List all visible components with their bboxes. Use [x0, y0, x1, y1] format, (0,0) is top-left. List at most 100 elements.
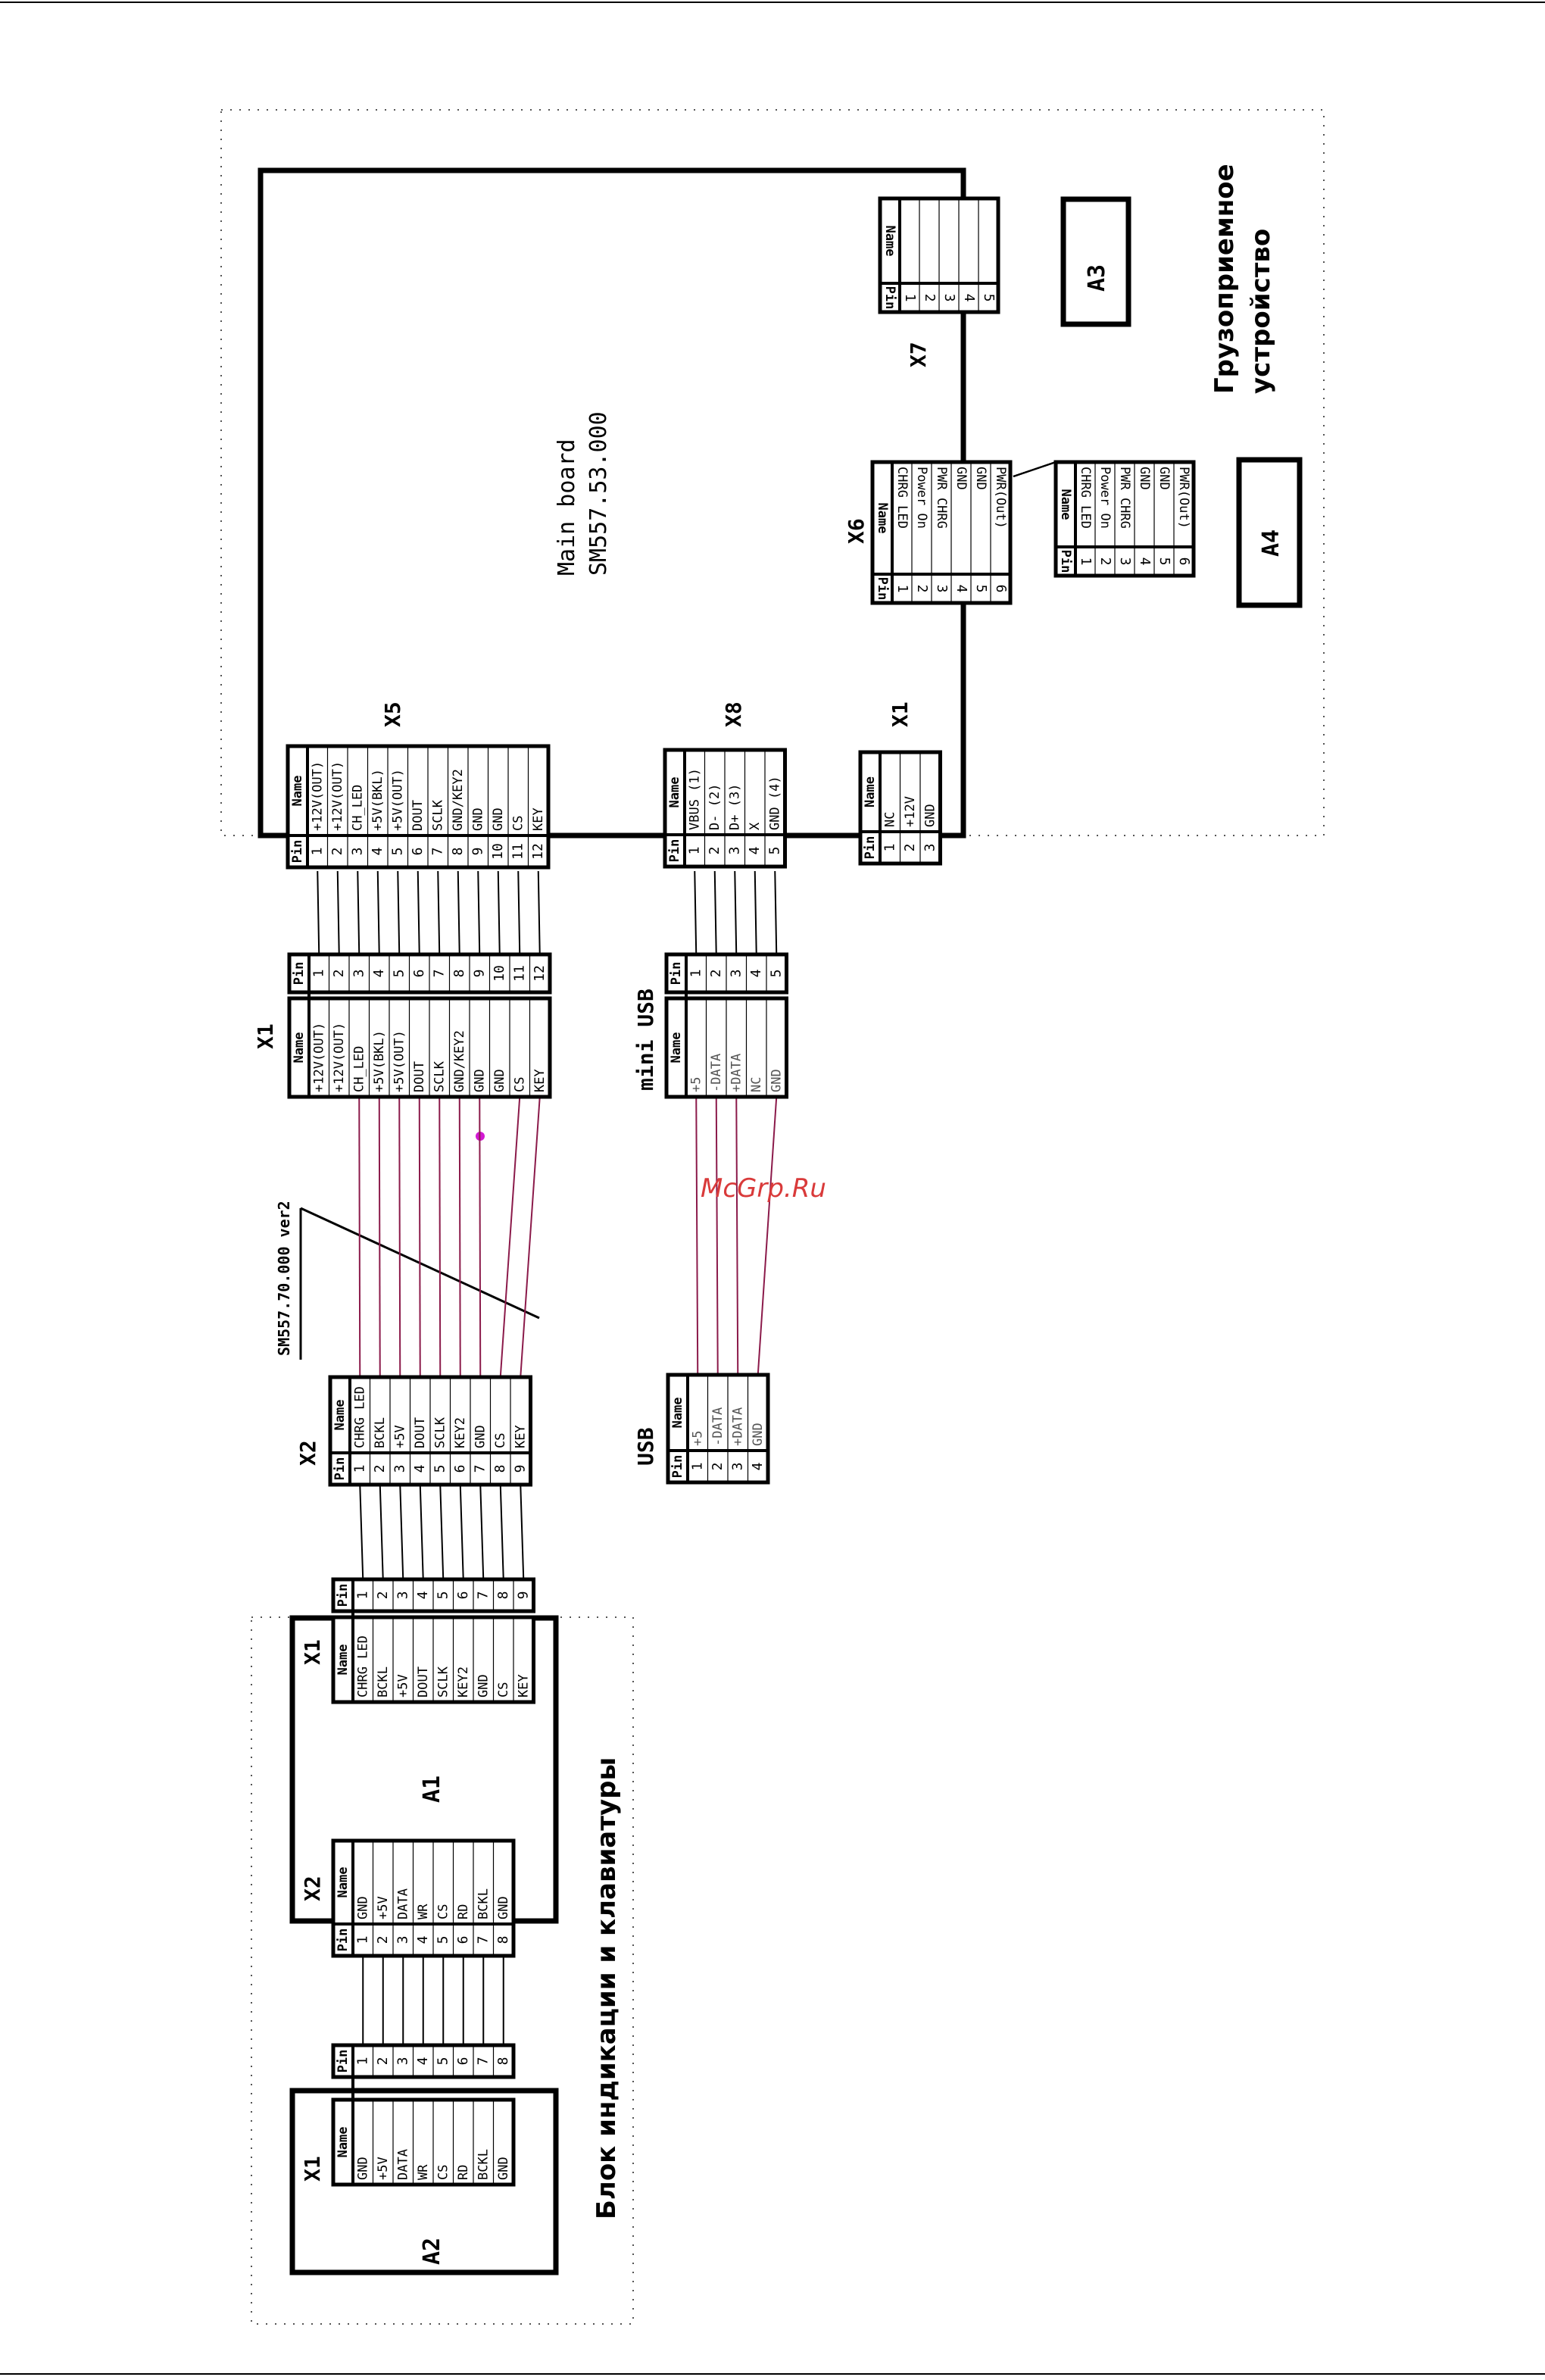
connector-label: mini USB [633, 989, 658, 1091]
pin-name: GND [355, 1896, 370, 1919]
pin-name: KEY [531, 807, 546, 831]
pin-number: 2 [331, 970, 347, 978]
pin-name: KEY [513, 1425, 528, 1448]
header-pin: Pin [336, 2050, 351, 2073]
pin-number: 10 [490, 843, 506, 860]
pin-name: PWR(Out) [993, 467, 1008, 529]
wire [419, 1484, 424, 1580]
pin-name: +12V [903, 796, 918, 827]
pin-number: 5 [432, 1465, 448, 1473]
pin-number: 12 [532, 965, 548, 982]
pin-number: 3 [729, 1463, 745, 1471]
header-name: Name [669, 1032, 684, 1064]
header-pin: Pin [875, 577, 890, 601]
pin-name: +12V(OUT) [330, 761, 345, 831]
main-board-outline [258, 167, 966, 839]
wire [399, 1484, 404, 1580]
connector-label: X7 [906, 342, 931, 367]
pin-name: WR [416, 2164, 431, 2180]
pin-number: 1 [1078, 558, 1094, 566]
display-block-region [251, 1616, 634, 2325]
connector-label: USB [633, 1427, 658, 1466]
a2-module [289, 2088, 559, 2275]
header-pin: Pin [290, 840, 305, 864]
pin-number: 1 [354, 1936, 370, 1944]
wire [499, 1484, 504, 1580]
header-name: Name [863, 776, 878, 807]
wire [479, 1096, 482, 1378]
pin-name: +5V(OUT) [392, 1030, 407, 1092]
name-column [287, 996, 552, 1099]
pin-number: 3 [395, 1591, 410, 1600]
pin-name: GND/KEY2 [452, 1030, 467, 1092]
a4-module [1236, 457, 1303, 608]
pin-name: SCLK [432, 1416, 448, 1448]
wire [398, 1096, 401, 1378]
header-name: Name [670, 1398, 685, 1429]
wire [695, 1096, 699, 1376]
pin-number: 6 [993, 585, 1009, 593]
pin-name: KEY [516, 1674, 531, 1698]
pin-name: CS [493, 1433, 508, 1448]
pin-number: 3 [934, 585, 950, 593]
pin-name: CS [510, 816, 526, 831]
header-pin: Pin [332, 1457, 348, 1481]
connector-label: X1 [300, 1639, 325, 1665]
pin-number: 2 [922, 294, 938, 302]
header-pin: Pin [670, 1455, 685, 1479]
pin-name: PWR(Out) [1176, 467, 1191, 529]
pin-number: 4 [954, 585, 969, 593]
pin-number: 2 [375, 1936, 391, 1944]
pin-name: DOUT [410, 800, 426, 831]
a3-module [1060, 196, 1131, 327]
connector-label: X8 [721, 701, 746, 727]
connector-label: X1 [888, 701, 913, 727]
pin-name: BCKL [373, 1417, 388, 1448]
header-pin: Pin [667, 839, 682, 863]
wire [715, 1096, 719, 1376]
pin-number: 6 [410, 848, 426, 856]
pin-number: 1 [309, 848, 325, 856]
pin-name: +5V(BKL) [372, 1030, 387, 1092]
pin-name: DOUT [413, 1417, 428, 1448]
pin-name: +5V [376, 1896, 391, 1919]
wire [417, 870, 420, 955]
pin-number: 4 [415, 1936, 431, 1944]
pin-number: 1 [311, 970, 326, 978]
pin-number: 6 [455, 2057, 471, 2066]
pin-number: 4 [412, 1465, 428, 1473]
pin-name: NC [749, 1077, 764, 1092]
wire [459, 1484, 464, 1580]
wire [497, 870, 501, 955]
wire [479, 1484, 485, 1580]
wire [517, 870, 521, 955]
pin-number: 5 [766, 847, 782, 855]
pin-name: Power On [914, 467, 929, 529]
pin-number: 5 [981, 294, 997, 302]
name-column [331, 2097, 516, 2187]
pin-name: +12V(OUT) [311, 1023, 326, 1092]
pin-number: 2 [710, 1463, 726, 1471]
pin-name: KEY [532, 1069, 548, 1092]
pin-number: 4 [370, 848, 385, 856]
pin-name: D- (2) [707, 784, 723, 830]
pin-name: +12V(OUT) [332, 1023, 347, 1092]
pin-number: 1 [689, 1463, 705, 1471]
wire [713, 870, 717, 955]
header-pin: Pin [292, 962, 307, 985]
pin-number: 3 [351, 970, 367, 978]
pin-name: GND (4) [767, 776, 782, 830]
load-receiver-subtitle: устройство [1246, 229, 1276, 394]
pin-number: 12 [530, 843, 546, 860]
pin-name: CHRG LED [355, 1635, 370, 1698]
wire [537, 870, 541, 955]
connector-label: X1 [253, 1023, 278, 1049]
pin-number: 2 [375, 1591, 391, 1600]
pin-name: DOUT [412, 1061, 427, 1092]
pin-number: 8 [495, 1936, 511, 1944]
pin-name: GND [1156, 467, 1172, 490]
